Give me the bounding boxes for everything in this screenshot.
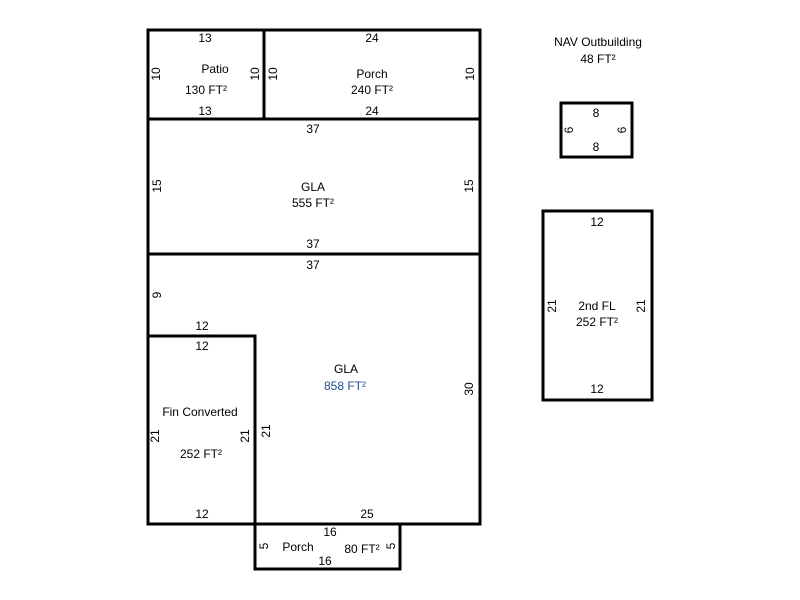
fin-converted-right-dim: 21 [238,429,252,443]
second-floor-outline [541,209,654,402]
second-floor-right-dim: 21 [634,299,648,313]
porch-top-bottom-dim: 24 [365,104,379,118]
porch-bottom-area: 80 FT² [344,542,380,556]
porch-bottom-top-dim: 16 [323,525,337,539]
patio-area: 130 FT² [184,83,228,97]
second-floor-bottom-dim: 12 [590,382,604,396]
patio-bottom-dim: 13 [198,104,212,118]
gla-upper-left-dim: 15 [150,179,164,193]
fin-converted-label: Fin Converted [162,405,238,419]
second-floor-label: 2nd FL [578,299,616,313]
fin-converted-bottom-dim: 12 [195,507,209,521]
patio-top-dim: 13 [198,31,212,45]
gla-lower-label: GLA [333,362,359,376]
fin-converted-top-dim: 12 [195,339,209,353]
gla-upper-right-dim: 15 [462,179,476,193]
fin-converted-wall [148,334,257,524]
porch-bottom-right-dim: 5 [384,542,398,550]
porch-top-area: 240 FT² [350,83,394,97]
patio-left-dim: 10 [149,67,163,81]
gla-lower-step-dim: 12 [195,319,209,333]
porch-top-top-dim: 24 [365,31,379,45]
patio-label: Patio [201,62,229,76]
gla-upper-top-dim: 37 [306,122,320,136]
patio-right-dim: 10 [248,67,262,81]
gla-upper-label: GLA [300,180,326,194]
nav-outbuilding-area: 48 FT² [580,52,616,66]
nav-outbuilding-label: NAV Outbuilding [554,35,642,49]
porch-top-right-dim: 10 [463,67,477,81]
nav-outbuilding-outline [559,101,634,159]
gla-lower-area: 858 FT² [323,379,367,393]
nav-outbuilding-left-dim: 6 [562,126,576,134]
porch-top-left-dim: 10 [266,67,280,81]
second-floor-left-dim: 21 [545,299,559,313]
gla-upper-bottom-dim: 37 [306,237,320,251]
porch-bottom-bottom-dim: 16 [318,554,332,568]
gla-upper-area: 555 FT² [291,196,335,210]
nav-outbuilding-top-dim: 8 [592,106,600,120]
second-floor-top-dim: 12 [590,215,604,229]
porch-bottom-outline [253,522,402,571]
porch-bottom-label: Porch [282,540,314,554]
fin-converted-left-dim: 21 [148,429,162,443]
gla-lower-bottom-dim: 25 [360,507,374,521]
gla-lower-right-dim: 30 [462,382,476,396]
nav-outbuilding-bottom-dim: 8 [592,140,600,154]
second-floor-area: 252 FT² [575,315,619,329]
fin-converted-area: 252 FT² [179,447,223,461]
gla-lower-inner-dim: 21 [259,424,273,438]
porch-top-label: Porch [356,67,388,81]
gla-lower-top-dim: 37 [306,258,320,272]
gla-lower-left-dim: 9 [150,291,164,299]
porch-bottom-left-dim: 5 [257,542,271,550]
nav-outbuilding-right-dim: 6 [615,126,629,134]
